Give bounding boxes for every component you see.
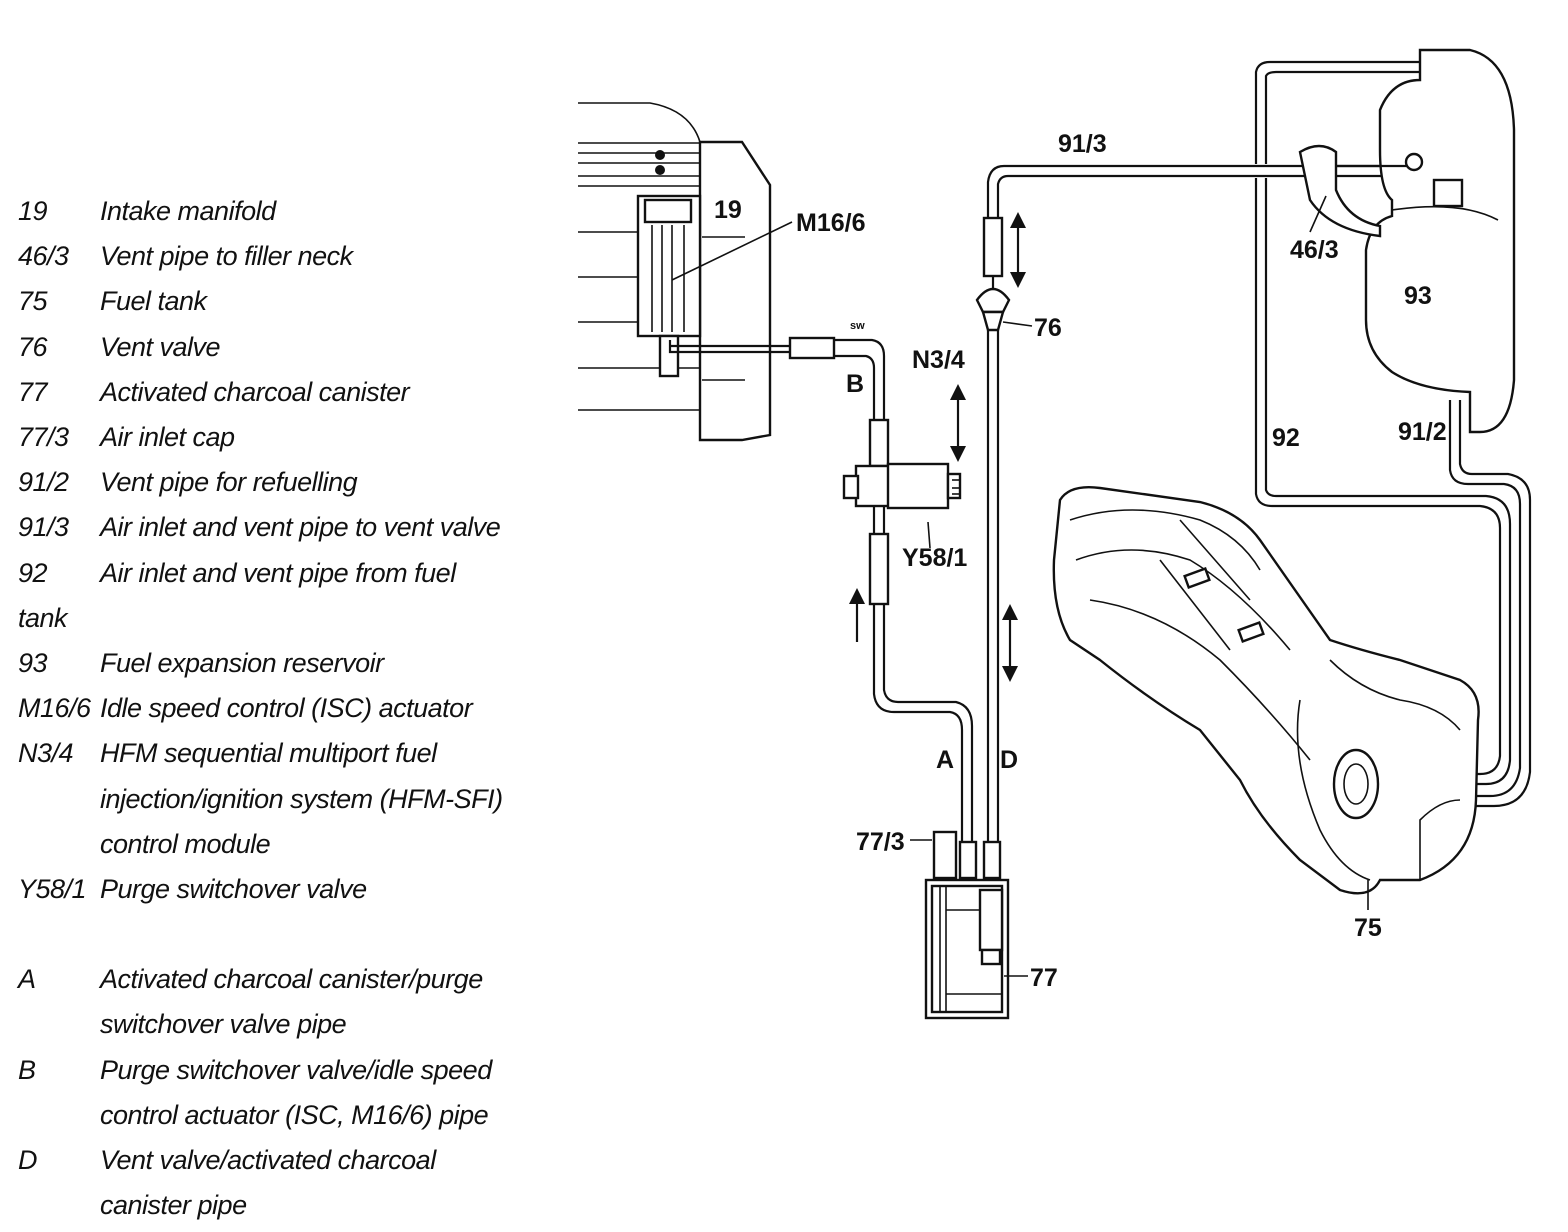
legend-code: 76 [18, 331, 48, 362]
arrow-up [849, 588, 865, 642]
legend-code: 92 [18, 557, 48, 588]
legend-text: Activated charcoal canister/purge [100, 964, 483, 995]
flow-arrows [849, 212, 1026, 682]
legend-text: Fuel expansion reservoir [100, 648, 384, 678]
legend-text: Intake manifold [100, 196, 276, 226]
legend: 19 Intake manifold 46/3 Vent pipe to filler… [0, 0, 560, 1232]
legend-code: M16/6 [18, 693, 91, 724]
legend-text: Purge switchover valve [100, 874, 367, 904]
charcoal-canister [910, 830, 1028, 1020]
legend-code: 46/3 [18, 241, 69, 272]
legend-code: A [18, 964, 36, 995]
label-91-3: 91/3 [1058, 130, 1107, 158]
label-91-2: 91/2 [1398, 418, 1447, 446]
arrow-double-1 [1010, 212, 1026, 288]
vent-valve [975, 164, 1418, 842]
legend-text-continued: canister pipe [100, 1190, 247, 1221]
pipe-b [668, 336, 890, 470]
intake-manifold [578, 102, 772, 442]
purge-switchover-valve [842, 462, 962, 510]
label-92: 92 [1272, 424, 1300, 452]
legend-text: Activated charcoal canister [100, 376, 410, 407]
pipe-92 [1254, 60, 1512, 786]
legend-text-continued: switchover valve pipe [100, 1009, 347, 1040]
label-75: 75 [1354, 914, 1382, 942]
legend-code: 91/3 [18, 512, 69, 543]
legend-code: 77/3 [18, 422, 69, 452]
legend-code: N3/4 [18, 738, 74, 769]
legend-text: HFM sequential multiport fuel [100, 738, 437, 769]
pipe-91-2 [1360, 400, 1532, 808]
label-a: A [936, 746, 954, 774]
pipe-a [868, 506, 974, 842]
label-b: B [846, 370, 864, 398]
label-y58-1: Y58/1 [902, 544, 967, 572]
legend-text: Purge switchover valve/idle speed [100, 1054, 492, 1085]
legend-code: D [18, 1145, 38, 1175]
legend-code: 75 [18, 286, 48, 317]
legend-text: Vent pipe to filler neck [100, 241, 353, 272]
legend-text: Air inlet and vent pipe to vent valve [100, 512, 501, 543]
legend-text: Air inlet cap [100, 422, 235, 452]
label-sw: sw [850, 320, 865, 332]
legend-text-continued: tank [18, 602, 68, 633]
label-76: 76 [1034, 314, 1062, 342]
legend-code: 19 [18, 196, 48, 226]
legend-text: Idle speed control (ISC) actuator [100, 693, 473, 724]
legend-code: 91/2 [18, 467, 69, 498]
legend-text: Vent valve/activated charcoal [100, 1145, 436, 1175]
fuel-tank [1052, 486, 1480, 910]
legend-text-continued: control module [100, 828, 271, 859]
legend-code: 93 [18, 648, 48, 678]
legend-code: 77 [18, 376, 48, 407]
label-19: 19 [714, 196, 742, 224]
expansion-reservoir [1298, 48, 1516, 434]
legend-text-continued: control actuator (ISC, M16/6) pipe [100, 1099, 489, 1130]
label-93: 93 [1404, 282, 1432, 310]
legend-text: Vent pipe for refuelling [100, 467, 358, 498]
label-n3-4: N3/4 [912, 346, 965, 374]
label-77-3: 77/3 [856, 828, 905, 856]
legend-text-continued: injection/ignition system (HFM-SFI) [100, 783, 503, 814]
arrow-double-2 [950, 384, 966, 462]
label-77: 77 [1030, 964, 1058, 992]
legend-text: Air inlet and vent pipe from fuel [100, 557, 456, 588]
legend-code: B [18, 1054, 36, 1085]
legend-text: Fuel tank [100, 286, 207, 317]
label-46-3: 46/3 [1290, 236, 1339, 264]
arrow-double-3 [1002, 604, 1018, 682]
legend-code: Y58/1 [18, 874, 87, 904]
legend-text: Vent valve [100, 331, 221, 362]
label-d: D [1000, 746, 1018, 774]
label-m16-6: M16/6 [796, 209, 865, 237]
